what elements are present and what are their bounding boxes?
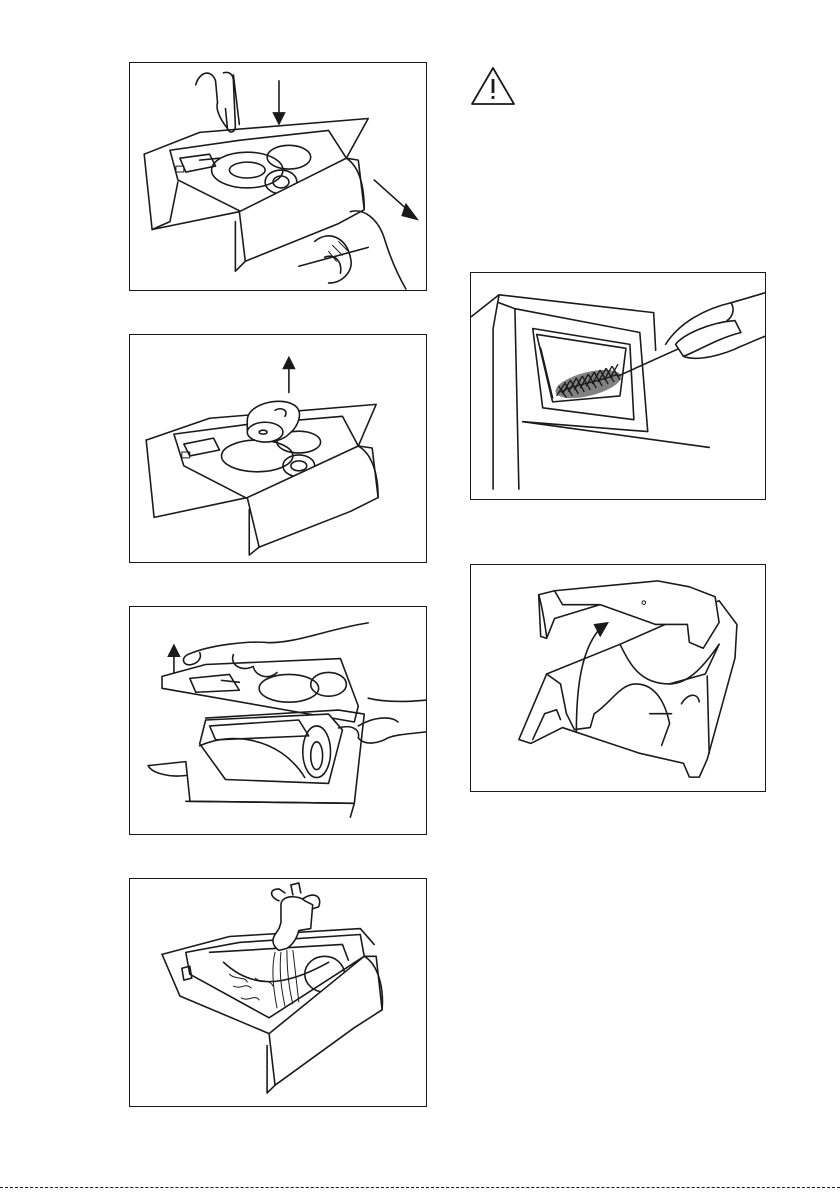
figure-drawer-top-lift (129, 606, 427, 835)
figure-drawer-insert-remove (129, 334, 427, 563)
warning-triangle-icon (470, 66, 516, 106)
figure-recess-brush-clean (470, 272, 766, 500)
figure-drawer-rinse-tap (129, 878, 427, 1107)
figure-drawer-flap-open (470, 564, 766, 792)
page-bottom-rule (0, 1187, 840, 1188)
figure-drawer-release-push (129, 62, 427, 291)
